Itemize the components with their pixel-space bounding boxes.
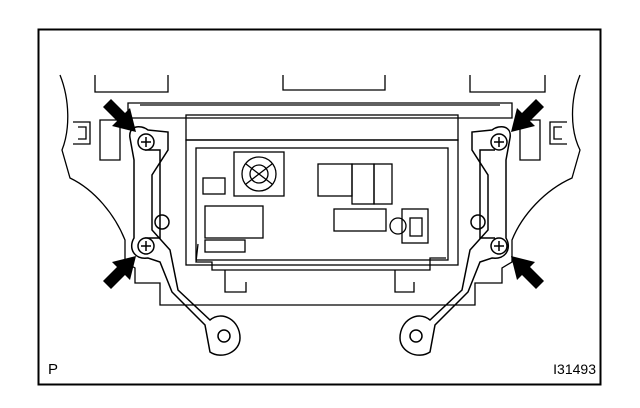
arrow-bottom-right: [511, 256, 544, 289]
screw-bottom-left: [137, 237, 155, 255]
screw-top-right: [490, 133, 508, 151]
figure-border: [37, 28, 602, 386]
right-bracket: [399, 125, 511, 356]
arrow-bottom-left: [103, 256, 136, 289]
arrow-top-left: [103, 99, 136, 132]
left-bracket: [129, 125, 241, 356]
screw-bottom-right: [490, 237, 508, 255]
screw-top-left: [137, 133, 155, 151]
arrow-top-right: [511, 99, 544, 132]
audio-unit: [185, 114, 459, 293]
vehicle-structure: [59, 74, 581, 306]
figure-id: I31493: [553, 361, 596, 377]
corner-letter: P: [48, 361, 59, 378]
